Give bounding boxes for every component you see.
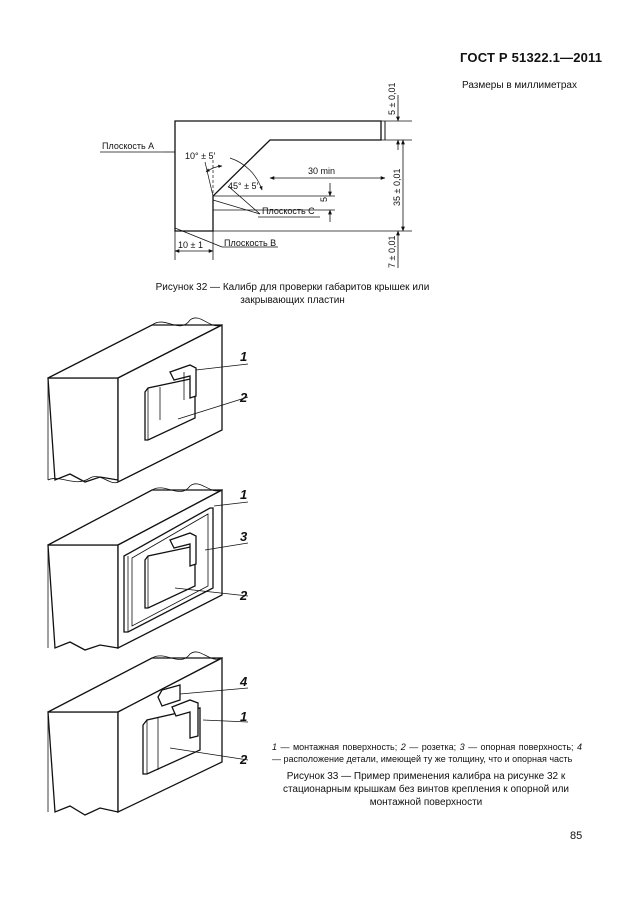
- callout-2b: 2: [239, 588, 248, 603]
- legend-num-2: 2: [400, 742, 406, 752]
- gauge-outline: [174, 120, 382, 232]
- dim-10-label: 10 ± 1: [178, 240, 203, 250]
- page-number: 85: [570, 830, 583, 842]
- dim-7-label: 7 ± 0,01: [387, 236, 397, 268]
- legend-text-4: — расположение детали, имеющей ту же тол…: [272, 754, 573, 764]
- plane-b-label: Плоскость B: [224, 238, 276, 248]
- legend-text-1: — монтажная поверхность;: [277, 742, 401, 752]
- legend-num-1: 1: [272, 742, 278, 752]
- figure-33-legend: 1 — монтажная поверхность; 2 — розетка; …: [272, 741, 582, 765]
- figure-33-caption: Рисунок 33 — Пример применения калибра н…: [282, 771, 570, 808]
- legend-text-2: — розетка;: [405, 742, 460, 752]
- legend-num-3: 3: [459, 742, 465, 752]
- units-note: Размеры в миллиметрах: [462, 80, 577, 91]
- callout-1c: 1: [240, 709, 247, 724]
- block-2-illustration: [47, 483, 249, 651]
- callout-4c: 4: [239, 674, 248, 689]
- plane-c-label: Плоскость С: [262, 206, 315, 216]
- gauge-labels: Плоскость А 10° ± 5′ 45° ± 5′ 30 min Пло…: [102, 83, 402, 268]
- block-1-illustration: [47, 317, 249, 484]
- callout-2c: 2: [239, 752, 248, 767]
- legend-num-4: 4: [576, 742, 582, 752]
- callout-2a: 2: [239, 390, 248, 405]
- angle-10-label: 10° ± 5′: [185, 151, 216, 161]
- callout-numbers: 1 2 1 3 2 4 1 2: [239, 349, 248, 767]
- figure-32-caption: Рисунок 32 — Калибр для проверки габарит…: [155, 282, 430, 306]
- callout-1a: 1: [240, 349, 247, 364]
- callout-1b: 1: [240, 487, 247, 502]
- gauge-drawing: [100, 95, 412, 268]
- plane-a-label: Плоскость А: [102, 141, 154, 151]
- dim-5v-label: 5 ± 0,01: [387, 83, 397, 115]
- angle-45-label: 45° ± 5′: [228, 181, 259, 191]
- callout-3b: 3: [240, 529, 248, 544]
- block-3-illustration: [47, 651, 249, 816]
- standard-header: ГОСТ Р 51322.1—2011: [460, 50, 603, 65]
- dim-30min-label: 30 min: [308, 166, 335, 176]
- dim-5-label: 5: [319, 197, 329, 202]
- legend-text-3: — опорная поверхность;: [464, 742, 577, 752]
- dim-35-label: 35 ± 0,01: [392, 169, 402, 206]
